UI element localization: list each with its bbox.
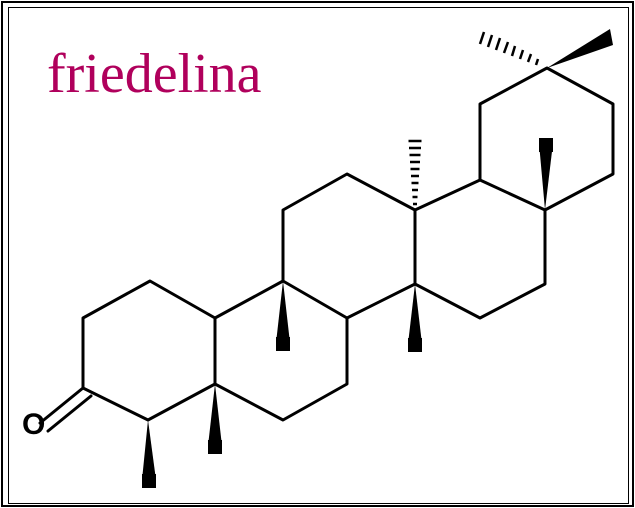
ring-e	[478, 66, 615, 212]
methyl-wedge-c4-end	[142, 474, 156, 488]
inner-frame	[8, 7, 629, 504]
methyl-wedge-c5	[208, 384, 222, 446]
methyl-wedge-c17	[539, 143, 553, 210]
ring-bonds	[81, 66, 615, 422]
methyl-wedge-c14	[408, 284, 422, 344]
methyl-wedge-c20	[547, 29, 613, 68]
methyl-wedge-c9-end	[276, 337, 290, 351]
methyl-wedge-c5-end	[208, 440, 222, 454]
hashed-bonds	[408, 31, 540, 206]
methyl-wedge-c17-end	[539, 138, 553, 152]
ring-c	[281, 172, 417, 320]
oxygen-atom-label: O	[22, 408, 46, 441]
ring-d	[413, 178, 547, 320]
methyl-hash-c13	[408, 139, 422, 206]
methyl-wedge-c4	[142, 420, 156, 480]
wedge-bonds	[142, 29, 613, 488]
methyl-wedge-c9	[276, 281, 290, 343]
methyl-wedge-c14-end	[408, 338, 422, 352]
molecule-name: friedelina	[47, 43, 262, 105]
carbonyl-double-bond	[38, 386, 93, 433]
ring-a	[81, 279, 217, 422]
methyl-hash-c20	[478, 31, 540, 66]
ring-b	[213, 279, 349, 422]
